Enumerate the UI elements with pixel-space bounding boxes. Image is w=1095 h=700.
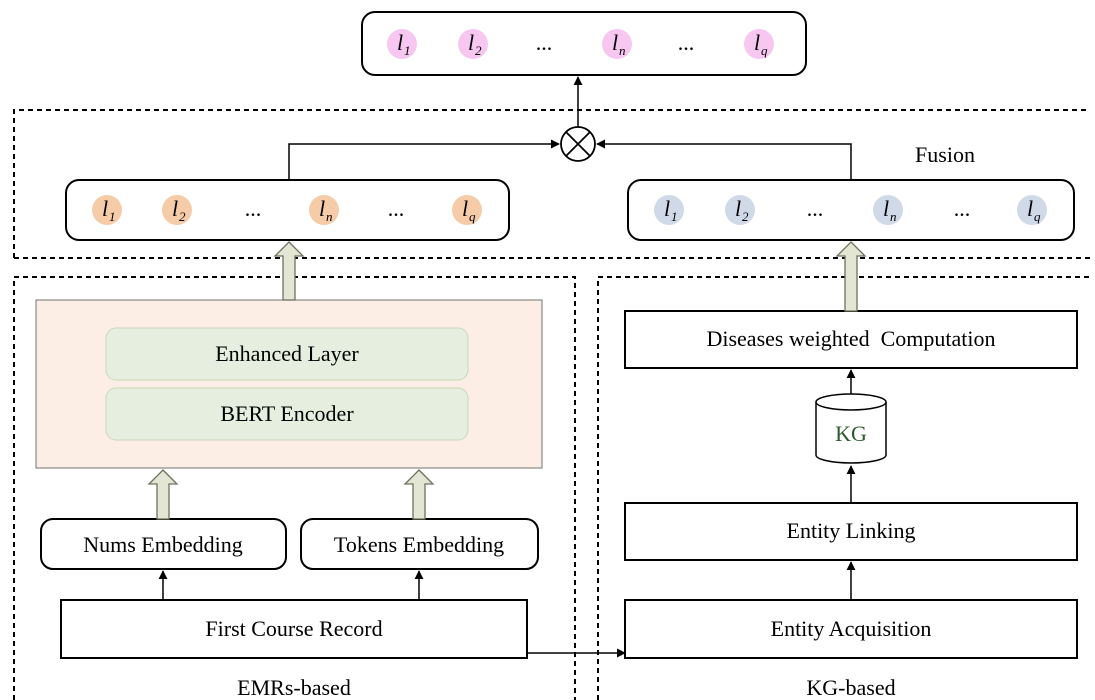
fusion-label: Fusion xyxy=(915,142,975,167)
label-circle xyxy=(1017,195,1047,225)
ellipsis: ... xyxy=(807,196,824,221)
label-variable: l xyxy=(1027,196,1033,221)
bert-encoder-label: BERT Encoder xyxy=(220,401,354,426)
tokens-embedding-label: Tokens Embedding xyxy=(334,532,504,557)
encoder-to-emr-sequence-arrow xyxy=(273,241,305,301)
kg-to-fusion-connector xyxy=(596,139,852,180)
label-circle xyxy=(725,195,755,225)
label-circle xyxy=(873,195,903,225)
record-to-entity-acquisition-arrow xyxy=(526,648,626,658)
diseases-computation-box: Diseases weighted Computation xyxy=(624,310,1078,369)
label-variable: l xyxy=(754,30,760,55)
label-subscript: 2 xyxy=(179,209,186,224)
ellipsis: ... xyxy=(388,196,405,221)
label-circle xyxy=(162,195,192,225)
entity-acquisition-box: Entity Acquisition xyxy=(624,599,1078,659)
label-subscript: q xyxy=(1034,209,1041,224)
kg-branch-label: KG-based xyxy=(806,675,895,700)
label-variable: l xyxy=(397,30,403,55)
enhanced-layer-label: Enhanced Layer xyxy=(215,341,359,366)
label-circle xyxy=(92,195,122,225)
ellipsis: ... xyxy=(245,196,262,221)
emr-branch-label: EMRs-based xyxy=(237,675,351,700)
label-variable: l xyxy=(462,196,468,221)
label-subscript: 1 xyxy=(671,209,678,224)
label-variable: l xyxy=(319,196,325,221)
emr-to-fusion-connector xyxy=(288,139,560,180)
tokens-to-encoder-arrow xyxy=(403,469,435,520)
label-circle xyxy=(309,195,339,225)
first-course-record-label: First Course Record xyxy=(205,616,382,641)
nums-to-encoder-arrow xyxy=(147,469,179,520)
kg-region xyxy=(597,276,1090,700)
first-course-record-box: First Course Record xyxy=(60,599,528,659)
label-subscript: n xyxy=(619,43,626,58)
encoder-block: Enhanced Layer BERT Encoder xyxy=(35,299,543,469)
label-circle xyxy=(458,29,488,59)
label-circle xyxy=(654,195,684,225)
label-variable: l xyxy=(883,196,889,221)
tokens-embedding-box: Tokens Embedding xyxy=(300,518,539,570)
ellipsis: ... xyxy=(678,30,695,55)
fusion-region xyxy=(13,109,1090,259)
label-circle xyxy=(387,29,417,59)
diseases-computation-label: Diseases weighted Computation xyxy=(706,326,995,351)
label-variable: l xyxy=(102,196,108,221)
label-subscript: q xyxy=(469,209,476,224)
label-variable: l xyxy=(664,196,670,221)
label-circle xyxy=(452,195,482,225)
label-subscript: 2 xyxy=(475,43,482,58)
ellipsis: ... xyxy=(954,196,971,221)
label-variable: l xyxy=(172,196,178,221)
fusion-operator xyxy=(560,126,596,162)
label-subscript: 2 xyxy=(742,209,749,224)
label-subscript: 1 xyxy=(109,209,116,224)
label-circle xyxy=(744,29,774,59)
kg-database-icon: KG xyxy=(815,393,887,464)
entity-linking-label: Entity Linking xyxy=(787,518,916,543)
label-variable: l xyxy=(468,30,474,55)
label-subscript: n xyxy=(890,209,897,224)
label-subscript: 1 xyxy=(404,43,411,58)
label-subscript: n xyxy=(326,209,333,224)
diseases-to-kg-sequence-arrow xyxy=(835,241,867,312)
kg-store-label: KG xyxy=(835,421,867,446)
label-subscript: q xyxy=(761,43,768,58)
label-circle xyxy=(602,29,632,59)
ellipsis: ... xyxy=(536,30,553,55)
entity-linking-box: Entity Linking xyxy=(624,502,1078,561)
label-variable: l xyxy=(735,196,741,221)
label-variable: l xyxy=(612,30,618,55)
nums-embedding-box: Nums Embedding xyxy=(40,518,287,570)
nums-embedding-label: Nums Embedding xyxy=(83,532,243,557)
entity-acquisition-label: Entity Acquisition xyxy=(771,616,932,641)
